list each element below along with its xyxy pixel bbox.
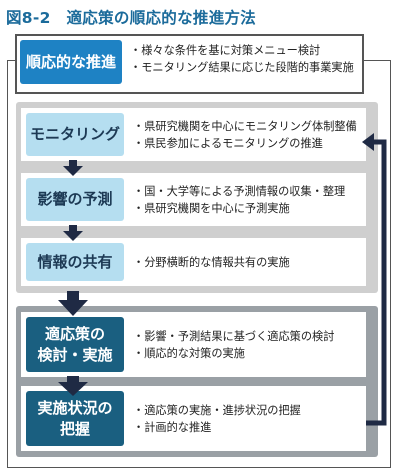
down-arrow-icon — [58, 291, 88, 316]
desc-item: ・国・大学等による予測情報の収集・整理 — [133, 185, 346, 198]
desc-item: ・影響・予測結果に基づく適応策の検討 — [133, 330, 335, 343]
step-desc-info-sharing: ・分野横断的な情報共有の実施 — [133, 254, 290, 271]
down-arrow-icon — [63, 160, 83, 176]
desc-item: ・順応的な対策の実施 — [133, 347, 245, 360]
step-label-implementation: 適応策の 検討・実施 — [26, 317, 124, 372]
label-line: 把握 — [59, 419, 90, 438]
step-label-status: 実施状況の 把握 — [26, 391, 124, 446]
step-desc-prediction: ・国・大学等による予測情報の収集・整理 ・県研究機関を中心に予測実施 — [133, 183, 345, 217]
feedback-loop-arrow — [366, 139, 387, 426]
desc-item: ・計画的な推進 — [133, 421, 212, 434]
step-desc-status: ・適応策の実施・進捗状況の把握 ・計画的な推進 — [133, 402, 301, 436]
step-label-adaptive-promotion: 順応的な推進 — [20, 40, 122, 84]
down-arrow-icon — [58, 376, 88, 396]
step-label-info-sharing: 情報の共有 — [26, 243, 124, 281]
step-label-prediction: 影響の予測 — [26, 178, 124, 221]
desc-item: ・適応策の実施・進捗状況の把握 — [133, 404, 301, 417]
figure-title: 図8-2 適応策の順応的な推進方法 — [6, 9, 257, 27]
label-line: 適応策の — [44, 325, 105, 344]
desc-item: ・分野横断的な情報共有の実施 — [133, 256, 290, 269]
step-desc-monitoring: ・県研究機関を中心にモニタリング体制整備 ・県民参加によるモニタリングの推進 — [133, 118, 357, 152]
desc-item: ・県研究機関を中心に予測実施 — [133, 202, 290, 215]
desc-item: ・モニタリング結果に応じた段階的事業実施 — [130, 61, 354, 74]
step-desc-adaptive-promotion: ・様々な条件を基に対策メニュー検討 ・モニタリング結果に応じた段階的事業実施 — [130, 42, 354, 76]
label-line: 実施状況の — [37, 399, 113, 418]
left-arrow-icon — [362, 133, 374, 151]
desc-item: ・県研究機関を中心にモニタリング体制整備 — [133, 120, 357, 133]
down-arrow-icon — [63, 225, 83, 241]
desc-item: ・様々な条件を基に対策メニュー検討 — [130, 44, 321, 57]
label-line: 検討・実施 — [37, 345, 113, 364]
step-desc-implementation: ・影響・予測結果に基づく適応策の検討 ・順応的な対策の実施 — [133, 328, 334, 362]
step-label-monitoring: モニタリング — [26, 113, 124, 156]
desc-item: ・県民参加によるモニタリングの推進 — [133, 137, 323, 150]
